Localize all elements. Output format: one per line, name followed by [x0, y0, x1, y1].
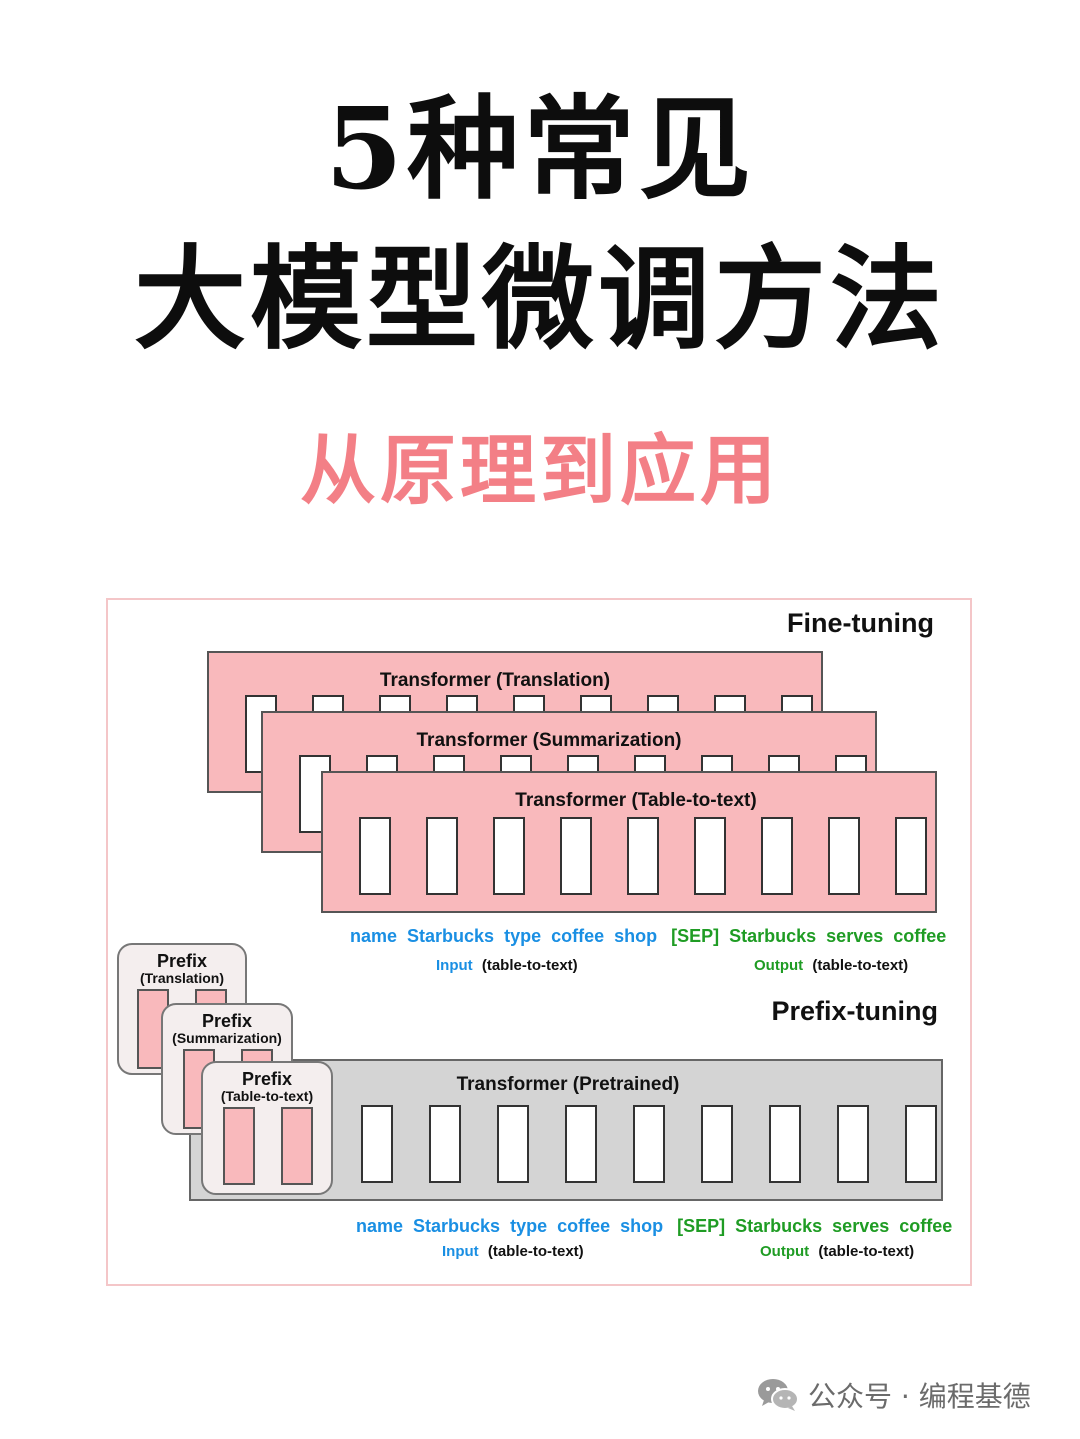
prefix-tuning-label: Prefix-tuning [772, 996, 939, 1026]
token-cell [493, 817, 525, 895]
svg-text:(Summarization): (Summarization) [172, 1030, 282, 1046]
svg-text:(Translation): (Translation) [140, 970, 224, 986]
ft-output-caption: Output (table-to-text) [754, 957, 908, 974]
subtitle: 从原理到应用 [300, 426, 780, 515]
ft-panel-table-to-text-title: Transformer (Table-to-text) [515, 790, 756, 811]
fine-tuning-vs-prefix-tuning-diagram: Fine-tuning Transformer (Translation) Tr… [117, 608, 952, 1260]
token-word: name [356, 1216, 403, 1236]
token-cell [905, 1105, 937, 1183]
prefix-box-table-to-text: Prefix (Table-to-text) [201, 1061, 333, 1195]
token-word: Starbucks [407, 926, 494, 946]
pt-transformer-title: Transformer (Pretrained) [457, 1074, 680, 1095]
token-cell [560, 817, 592, 895]
title-line-2: 大模型微调方法 [134, 234, 946, 365]
token-word: shop [620, 1216, 663, 1236]
pt-input-caption: Input (table-to-text) [442, 1243, 584, 1260]
token-cell [895, 817, 927, 895]
svg-text:(Table-to-text): (Table-to-text) [221, 1088, 313, 1104]
token-cell [429, 1105, 461, 1183]
token-cell [633, 1105, 665, 1183]
ft-panel-translation-title: Transformer (Translation) [380, 670, 610, 691]
pt-tokens: name Starbucks type coffee shop [SEP] Starbuck… [356, 1216, 952, 1236]
ft-token-sequence: name Starbucks type coffee shop [SEP] Starbuck… [350, 926, 946, 946]
pt-token-sequence: name Starbucks type coffee shop [SEP] Starbuck… [356, 1216, 952, 1236]
token-word: type [510, 1216, 547, 1236]
ft-panel-summarization-title: Transformer (Summarization) [417, 730, 682, 751]
token-cell [359, 817, 391, 895]
token-word: type [504, 926, 541, 946]
footer-account-text: 公众号 · 编程基德 [808, 1380, 1031, 1413]
token-cell [426, 817, 458, 895]
token-word: coffee [557, 1216, 610, 1236]
token-cell [828, 817, 860, 895]
token-word: coffee [893, 926, 946, 946]
ft-tokens: name Starbucks type coffee shop [SEP] Starbuck… [350, 926, 946, 946]
token-word: serves [826, 926, 883, 946]
token-word: coffee [551, 926, 604, 946]
token-cell [769, 1105, 801, 1183]
token-cell [361, 1105, 393, 1183]
token-word: serves [832, 1216, 889, 1236]
token-cell [627, 817, 659, 895]
ft-panel-table-to-text: Transformer (Table-to-text) [321, 771, 937, 913]
token-cell [565, 1105, 597, 1183]
svg-text:Prefix: Prefix [157, 951, 207, 971]
token-word: coffee [899, 1216, 952, 1236]
token-word: [SEP] [671, 926, 719, 946]
svg-text:Prefix: Prefix [242, 1069, 292, 1089]
token-word: name [350, 926, 397, 946]
token-word: shop [614, 926, 657, 946]
token-word: Starbucks [729, 926, 816, 946]
token-cell [837, 1105, 869, 1183]
token-cell [701, 1105, 733, 1183]
wechat-icon [758, 1379, 799, 1411]
token-cell [761, 817, 793, 895]
token-cell [694, 817, 726, 895]
pt-output-caption: Output (table-to-text) [760, 1243, 914, 1260]
ft-input-caption: Input (table-to-text) [436, 957, 578, 974]
svg-text:Prefix: Prefix [202, 1011, 252, 1031]
token-cell [497, 1105, 529, 1183]
footer: 公众号 · 编程基德 [756, 1372, 1031, 1418]
title-line-1: 5种常见 [325, 84, 755, 215]
token-word: Starbucks [735, 1216, 822, 1236]
diagram-frame: Fine-tuning Transformer (Translation) Tr… [106, 598, 972, 1286]
token-word: Starbucks [413, 1216, 500, 1236]
token-word: [SEP] [677, 1216, 725, 1236]
fine-tuning-label: Fine-tuning [787, 608, 934, 638]
